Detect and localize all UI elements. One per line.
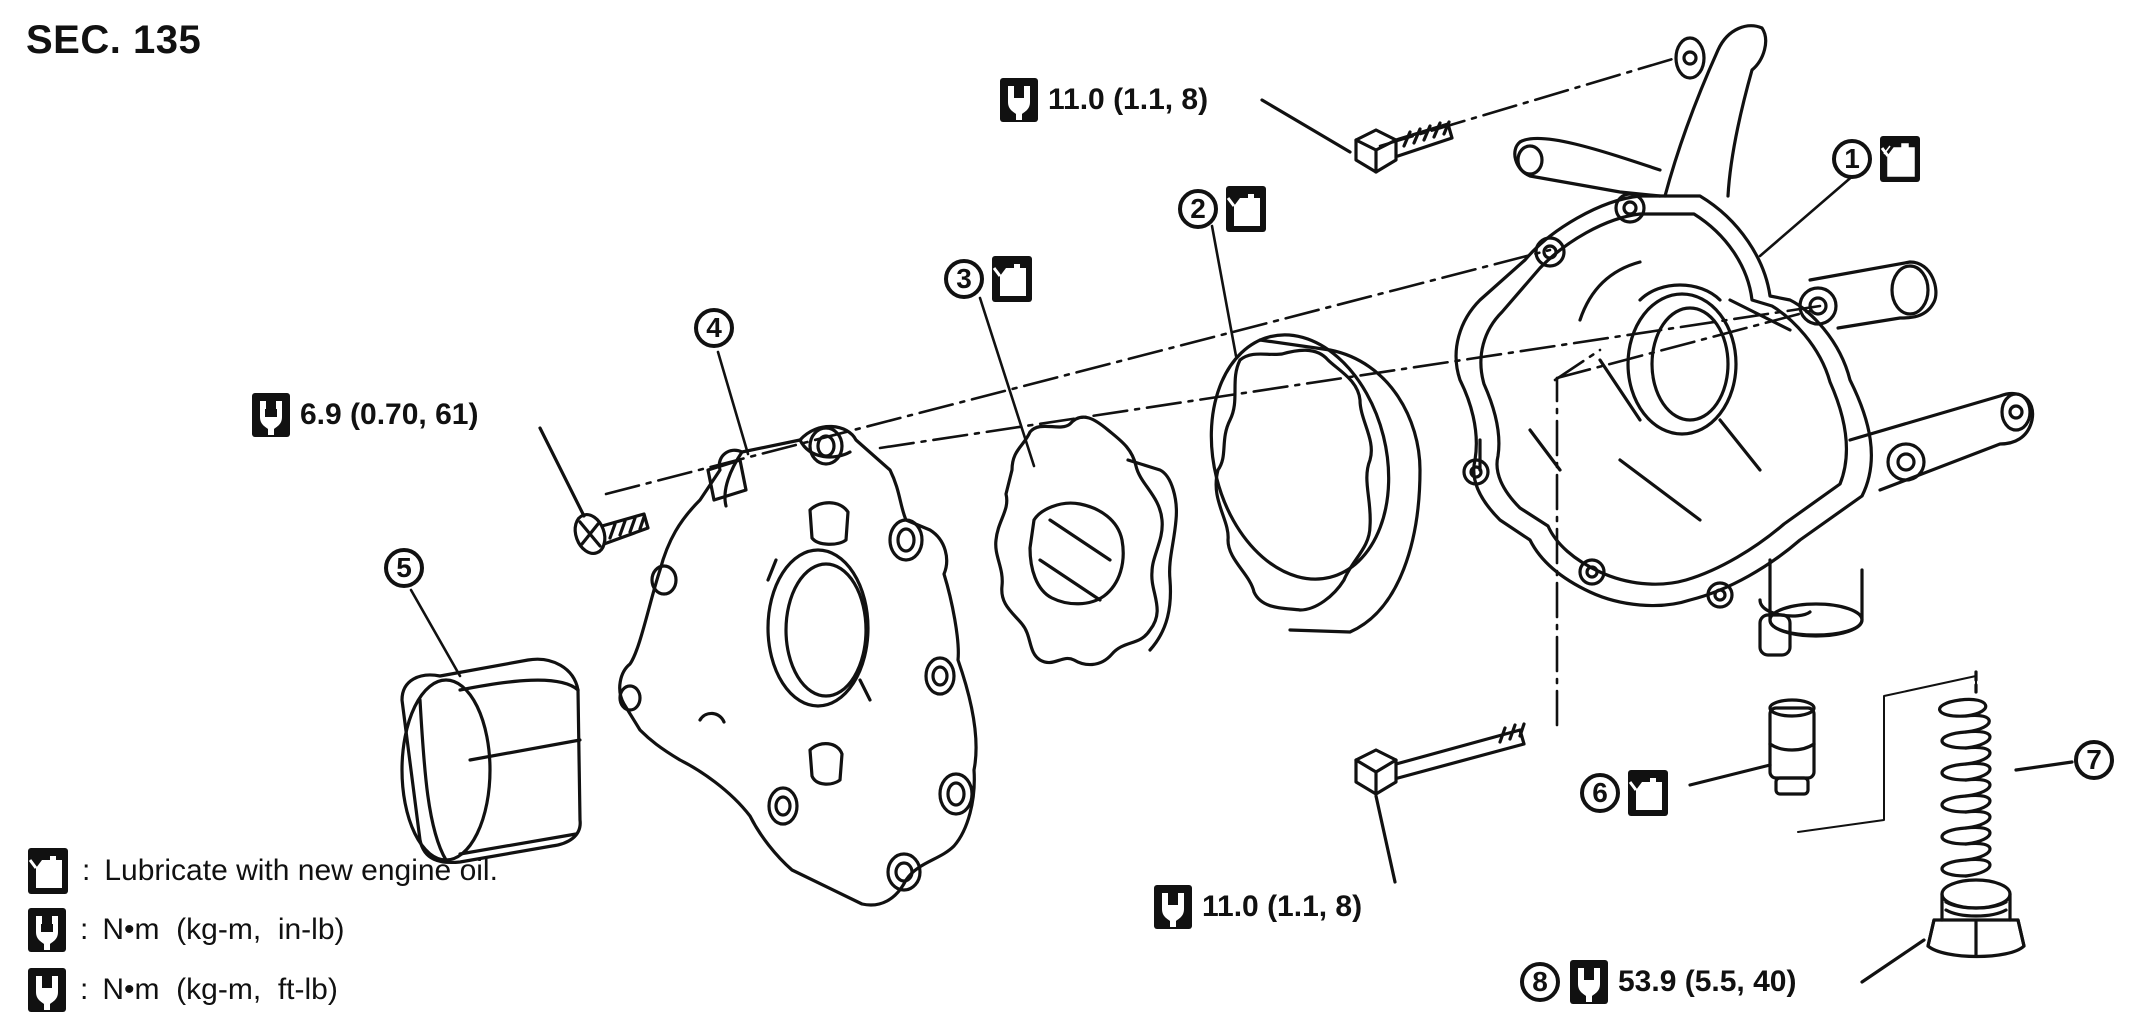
torque-wrench-ftlb-icon: [28, 968, 66, 1012]
relief-valve: [1688, 698, 1816, 796]
part-callout-3: 3: [944, 256, 1032, 302]
part-number-4: 4: [694, 308, 734, 348]
oil-can-icon: [1880, 136, 1920, 182]
plug: [1860, 878, 2026, 984]
part-number-1: 1: [1832, 139, 1872, 179]
inner-rotor: [994, 415, 1178, 667]
spring: [1797, 670, 2074, 878]
top-bolt: [1260, 98, 1454, 174]
leader-lines: [409, 172, 1857, 678]
part-callout-2: 2: [1178, 186, 1266, 232]
legend-nm-ftlb: : N•m (kg-m, ft-lb): [28, 968, 338, 1012]
legend-oil-text: Lubricate with new engine oil.: [104, 854, 498, 887]
oil-can-icon: [28, 848, 68, 894]
cover-screw: [538, 426, 650, 555]
part-number-2: 2: [1178, 189, 1218, 229]
torque-wrench-ftlb-icon: [1570, 960, 1608, 1004]
legend-separator: :: [80, 973, 89, 1006]
legend-nm-inlb-text: N•m (kg-m, in-lb): [102, 913, 345, 946]
part-callout-6: 6: [1580, 770, 1668, 816]
torque-wrench-ftlb-icon: [1154, 885, 1192, 929]
part-number-6: 6: [1580, 773, 1620, 813]
torque-wrench-inlb-icon: [28, 908, 66, 952]
part-callout-7: 7: [2074, 740, 2114, 780]
torque-value-plug: 53.9 (5.5, 40): [1618, 965, 1797, 998]
torque-value-top-bolt: 11.0 (1.1, 8): [1048, 83, 1209, 116]
legend-nm-ftlb-text: N•m (kg-m, ft-lb): [102, 973, 338, 1006]
oil-can-icon: [992, 256, 1032, 302]
oil-seal: [400, 657, 582, 865]
part-callout-5: 5: [384, 548, 424, 588]
pump-body: [1454, 24, 2035, 657]
torque-callout-long-bolt: 11.0 (1.1, 8): [1154, 885, 1362, 929]
oil-can-icon: [1226, 186, 1266, 232]
part-number-5: 5: [384, 548, 424, 588]
torque-callout-plug: 8 53.9 (5.5, 40): [1520, 960, 1796, 1004]
torque-value-long-bolt: 11.0 (1.1, 8): [1202, 890, 1363, 923]
torque-wrench-inlb-icon: [252, 393, 290, 437]
section-title: SEC. 135: [26, 18, 202, 62]
legend-separator: :: [82, 854, 91, 887]
alignment-lines: [604, 56, 1822, 727]
torque-callout-top-bolt: 11.0 (1.1, 8): [1000, 78, 1208, 122]
part-number-8: 8: [1520, 962, 1560, 1002]
long-bolt: [1354, 722, 1526, 884]
part-number-3: 3: [944, 259, 984, 299]
part-number-7: 7: [2074, 740, 2114, 780]
pump-cover: [618, 424, 978, 907]
outer-rotor: [1209, 333, 1422, 634]
legend-oil: : Lubricate with new engine oil.: [28, 848, 498, 894]
torque-value-cover-screw: 6.9 (0.70, 61): [300, 398, 479, 431]
part-callout-4: 4: [694, 308, 734, 348]
part-callout-1: 1: [1832, 136, 1920, 182]
oil-can-icon: [1628, 770, 1668, 816]
torque-callout-cover-screw: 6.9 (0.70, 61): [252, 393, 478, 437]
legend-nm-inlb: : N•m (kg-m, in-lb): [28, 908, 345, 952]
torque-wrench-ftlb-icon: [1000, 78, 1038, 122]
legend-separator: :: [80, 913, 89, 946]
